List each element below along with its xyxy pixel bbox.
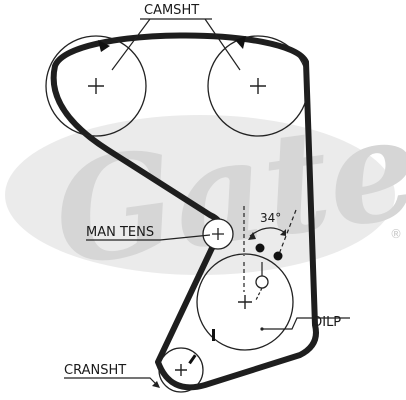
alignment-dot-left (255, 243, 265, 253)
oil-pump-mark-circle (255, 275, 269, 289)
camshaft-label: CAMSHT (144, 3, 199, 18)
crankshaft-pulley (158, 347, 204, 393)
oil-pump-leader-line (262, 317, 350, 330)
oil-pump-timing-mark (212, 329, 215, 341)
crosshair-icon (88, 78, 104, 94)
crankshaft-arrow-icon (152, 381, 160, 388)
man-tens-leader-line (86, 234, 211, 241)
crosshair-icon (212, 228, 224, 240)
angle-label: 34° (260, 211, 281, 225)
registered-mark: ® (390, 227, 402, 241)
watermark-swoosh (5, 115, 395, 275)
man-tens-label: MAN TENS (86, 225, 154, 240)
angle-indicator: 34° (243, 206, 297, 263)
camshaft-leader-line (111, 18, 241, 71)
timing-belt (50, 32, 319, 391)
watermark-logo-text: Gates (45, 74, 406, 298)
manual-tensioner (202, 218, 234, 250)
crankshaft-timing-mark (188, 354, 197, 365)
crosshair-icon (250, 78, 266, 94)
crankshaft-label: CRANSHT (64, 363, 126, 378)
crankshaft-leader-line (64, 377, 159, 387)
alignment-dot-right (273, 251, 283, 261)
oil-pump-pulley (196, 253, 294, 351)
crosshair-icon (238, 295, 252, 309)
camshaft-pulley-left (45, 35, 147, 137)
oil-pump-label: OILP (312, 315, 341, 330)
timing-mark-triangle-icon (98, 40, 110, 52)
camshaft-pulley-right (207, 35, 309, 137)
timing-mark-triangle-icon (235, 36, 246, 49)
crosshair-icon (175, 364, 187, 376)
